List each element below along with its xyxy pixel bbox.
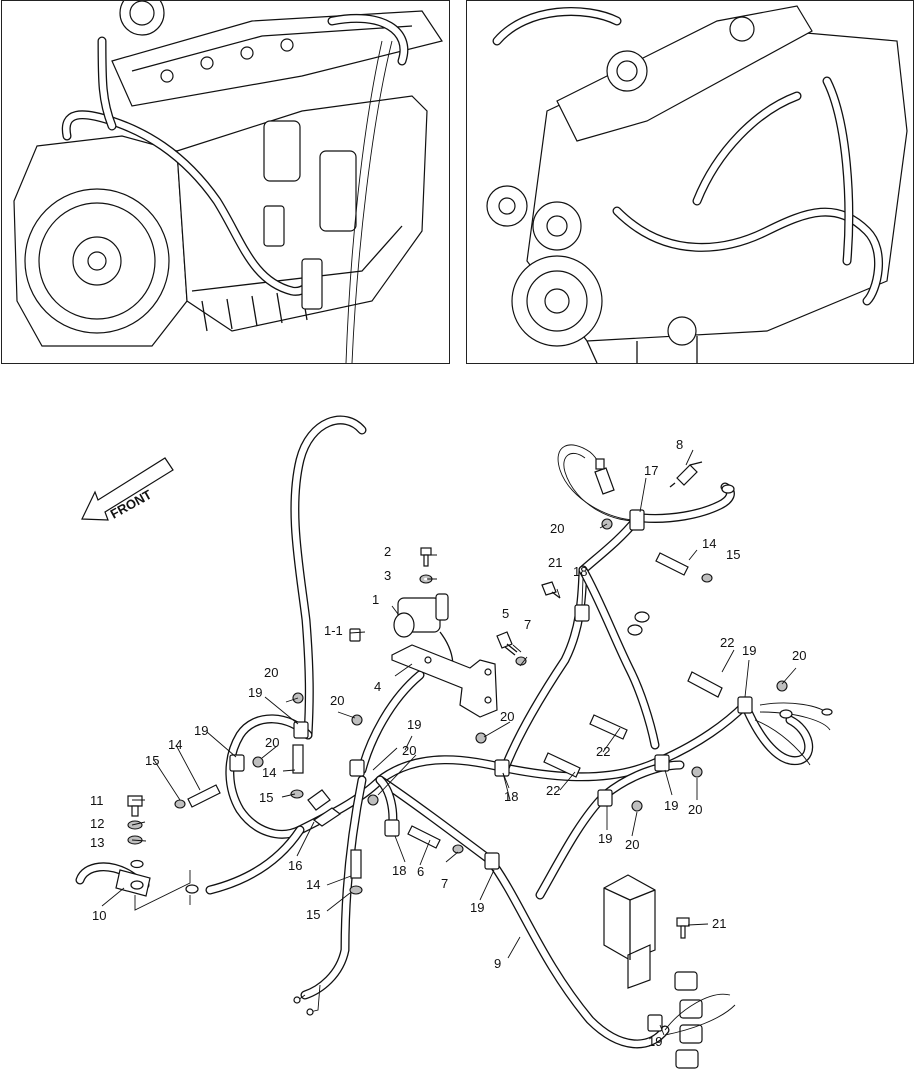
washer-15-mid (290, 789, 304, 799)
callout-19-g: 19 (470, 900, 484, 915)
ring-terminals (185, 484, 833, 894)
washer-15-left (174, 799, 186, 809)
callout-19-a: 19 (248, 685, 262, 700)
callout-20-i: 20 (625, 837, 639, 852)
callout-22-b: 22 (596, 744, 610, 759)
callout-15-left: 15 (145, 753, 159, 768)
callout-19-h: 19 (648, 1034, 662, 1049)
callout-18-mid: 18 (504, 789, 518, 804)
harness-exploded-view: FRONT (0, 362, 914, 1080)
callout-19-d: 19 (742, 643, 756, 658)
callout-9: 9 (494, 956, 501, 971)
washer-15-right (701, 573, 713, 583)
washer-15-lower (349, 885, 363, 895)
callout-22-c: 22 (546, 783, 560, 798)
standoff-14-mid (292, 744, 304, 774)
callout-19-f: 19 (598, 831, 612, 846)
callout-3: 3 (384, 568, 391, 583)
bolt-11 (127, 795, 143, 817)
callout-2: 2 (384, 544, 391, 559)
callout-20-c: 20 (500, 709, 514, 724)
callout-17: 17 (644, 463, 658, 478)
callout-20-b: 20 (330, 693, 344, 708)
callout-15-right: 15 (726, 547, 740, 562)
leader-lines (101, 449, 797, 1036)
callout-20-a: 20 (264, 665, 278, 680)
callout-10: 10 (92, 908, 106, 923)
washer-7-top (515, 656, 527, 666)
callout-22-a: 22 (720, 635, 734, 650)
callout-20-d: 20 (402, 743, 416, 758)
callout-20-g: 20 (792, 648, 806, 663)
engine-right-illustration (486, 5, 908, 363)
washer-extra (130, 859, 144, 869)
sensor-8 (669, 461, 703, 488)
callout-14-mid: 14 (262, 765, 276, 780)
standoff-22-b (589, 714, 628, 740)
callout-labels: 1 1-1 2 3 4 5 6 7 7 8 9 10 11 12 13 14 1… (90, 437, 806, 1049)
relay-solenoid (393, 593, 454, 676)
ground-strap-10 (75, 862, 191, 911)
ecu-connector (603, 874, 656, 989)
clamps (229, 509, 753, 1032)
washer-12 (127, 820, 143, 830)
front-direction-arrow: FRONT (81, 457, 174, 522)
standoff-14-lower (350, 849, 362, 879)
callout-14-left: 14 (168, 737, 182, 752)
standoff-22-a (687, 671, 723, 698)
standoff-6 (407, 825, 441, 849)
bolt-2 (420, 547, 432, 567)
callout-7-top: 7 (524, 617, 531, 632)
mounting-bracket (391, 644, 498, 718)
callout-14-right: 14 (702, 536, 716, 551)
callout-1: 1 (372, 592, 379, 607)
callout-13: 13 (90, 835, 104, 850)
washer-7-lower (452, 844, 464, 854)
bolt-5 (496, 631, 518, 656)
callout-14-lower: 14 (306, 877, 320, 892)
callout-21-top: 21 (548, 555, 562, 570)
callout-20-f: 20 (550, 521, 564, 536)
callout-16: 16 (288, 858, 302, 873)
engine-view-left (1, 0, 450, 364)
standoff-22-c (543, 752, 581, 778)
connector-cluster (664, 971, 736, 1069)
bolt-21-right (676, 917, 690, 939)
standoff-14-right (655, 552, 689, 576)
washer-3 (419, 574, 433, 584)
sensor-16 (307, 789, 342, 827)
callout-19-e: 19 (664, 798, 678, 813)
harness-diagram-svg: FRONT (75, 415, 833, 1069)
callout-12: 12 (90, 816, 104, 831)
callout-20-e: 20 (265, 735, 279, 750)
nuts-20 (252, 518, 788, 812)
callout-7-lower: 7 (441, 876, 448, 891)
callout-19-c: 19 (407, 717, 421, 732)
fuse-1-1 (349, 628, 361, 642)
callout-18-top: 18 (573, 564, 587, 579)
callout-4: 4 (374, 679, 381, 694)
callout-15-mid: 15 (259, 790, 273, 805)
callout-21-right: 21 (712, 916, 726, 931)
engine-left-illustration (13, 1, 443, 363)
callout-6: 6 (417, 864, 424, 879)
callout-20-h: 20 (688, 802, 702, 817)
callout-18-lower: 18 (392, 863, 406, 878)
callout-1-1: 1-1 (324, 623, 343, 638)
pigtail-terminals (293, 984, 321, 1016)
harness-main-trunk (205, 415, 831, 1049)
connector-top (594, 458, 615, 495)
callout-11: 11 (90, 793, 104, 808)
callout-5: 5 (502, 606, 509, 621)
callout-8: 8 (676, 437, 683, 452)
standoff-14-left (187, 784, 221, 808)
bolt-21-top (541, 581, 561, 599)
callout-15-lower: 15 (306, 907, 320, 922)
engine-view-right (466, 0, 914, 364)
callout-19-b: 19 (194, 723, 208, 738)
